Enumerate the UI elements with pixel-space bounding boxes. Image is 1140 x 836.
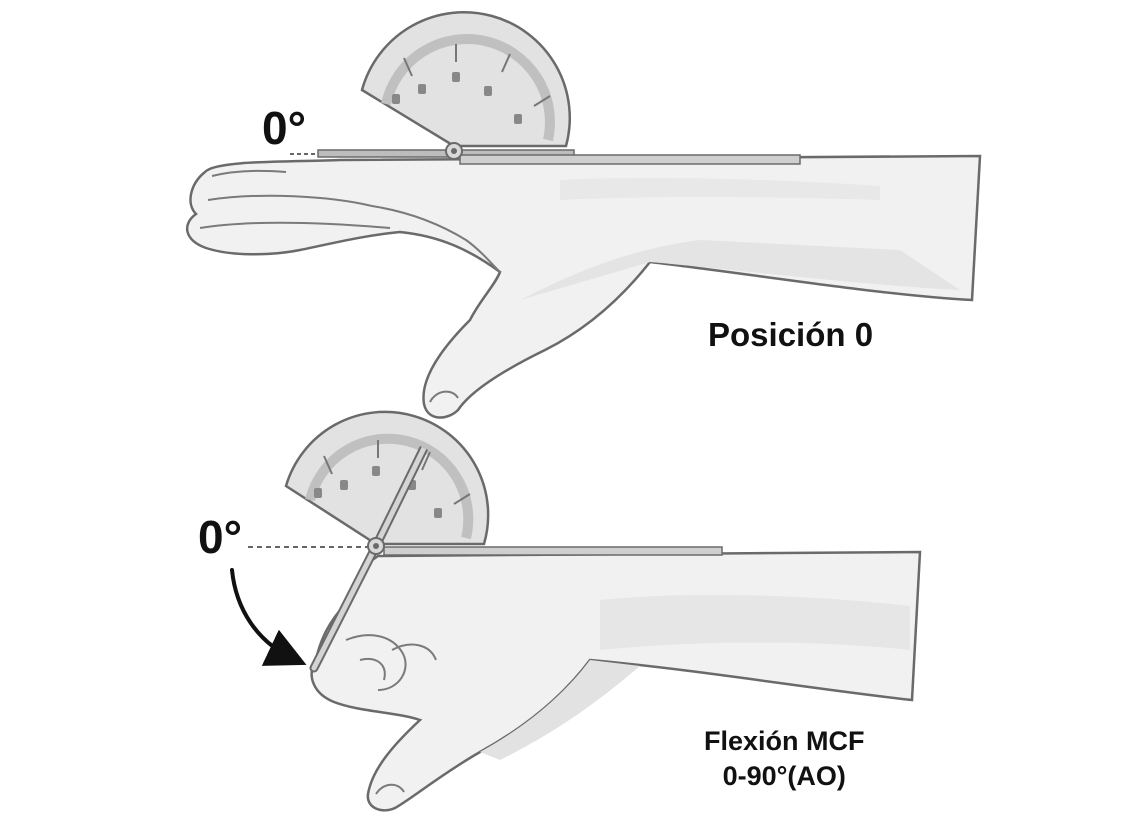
zero-degree-label-bottom: 0° — [198, 511, 242, 563]
zero-degree-label-top: 0° — [262, 102, 306, 154]
rotation-arrow-icon — [230, 568, 307, 666]
goniometer-flexed — [284, 410, 723, 673]
caption-flexion: Flexión MCF 0-90°(AO) — [704, 724, 865, 794]
hand-neutral — [185, 153, 982, 419]
caption-position-zero: Posición 0 — [708, 316, 874, 353]
hand-flexed — [248, 546, 922, 812]
caption-flexion-line2: 0-90°(AO) — [722, 761, 846, 792]
goniometer-icon — [317, 10, 801, 165]
caption-flexion-line1: Flexión MCF — [704, 726, 865, 756]
hand-neutral-body — [185, 154, 982, 419]
